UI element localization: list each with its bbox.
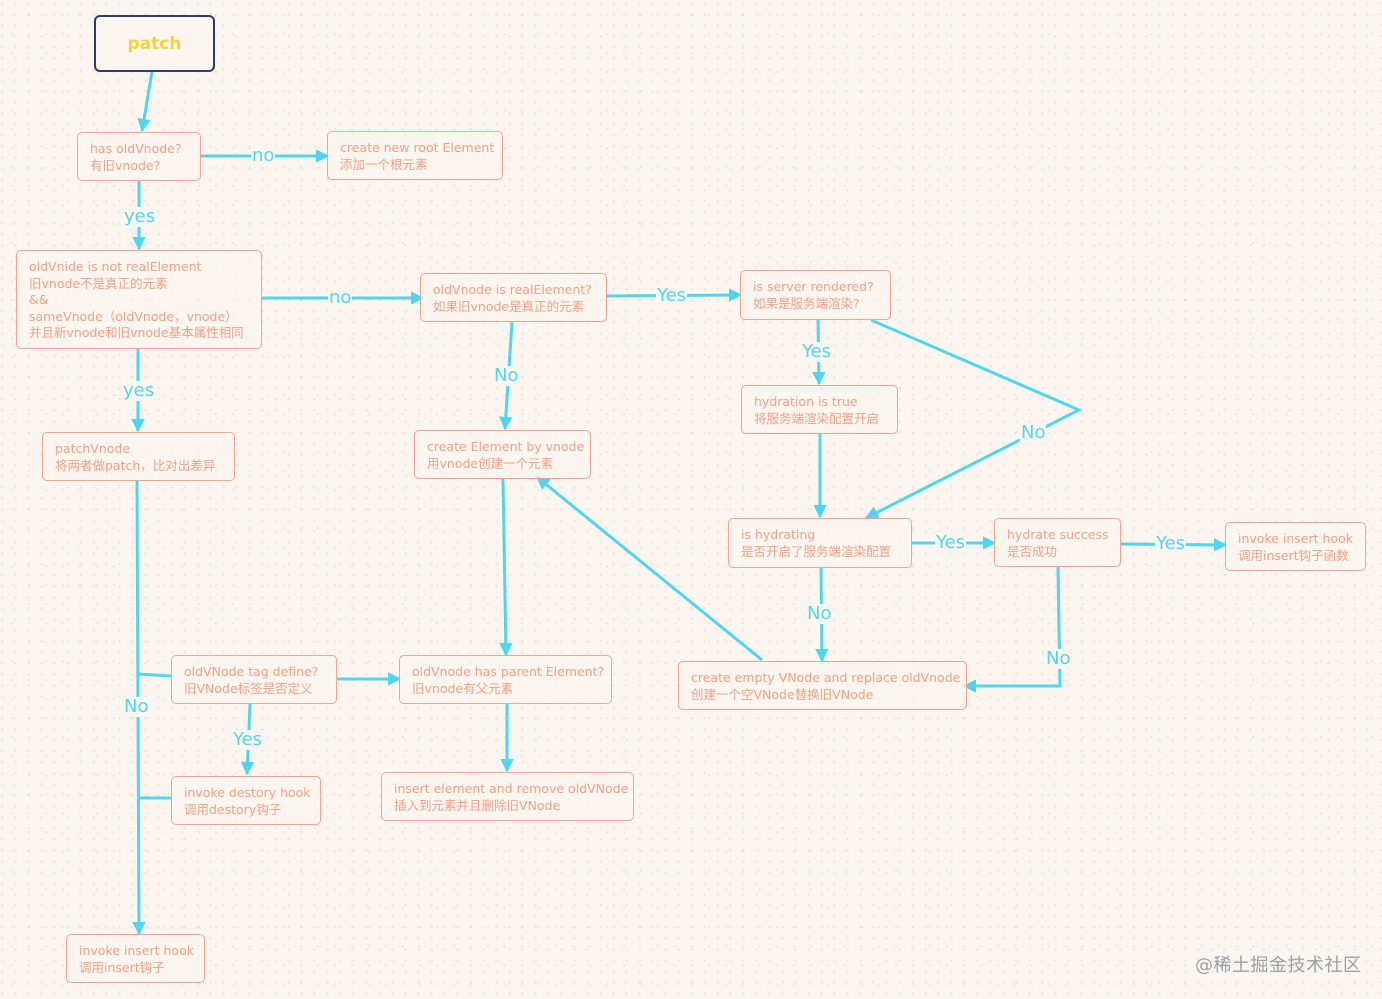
edge-label-no-6: No [1045,648,1072,669]
node-text-en: oldVnode has parent Element? [412,664,605,679]
node-text-zh: 插入到元素并且删除旧VNode [394,797,561,813]
node-text-en: patchVnode [55,441,131,456]
server-rendered-node: is server rendered? 如果是服务端渲染? [740,270,891,320]
node-text-and: && [29,292,49,307]
is-real-element-node: oldVnode is realElement? 如果旧vnode是真正的元素 [420,273,607,322]
node-text-en: invoke insert hook [79,943,194,958]
edge-label-no-2: no [328,287,353,308]
node-text-en: hydration is true [754,394,858,409]
insert-remove-node: insert element and remove oldVNode 插入到元素… [381,772,634,821]
edge-label-no-7: No [123,696,150,717]
node-text-en: oldVnode is realElement? [433,282,592,297]
edge-label-yes-4: Yes [801,341,833,362]
create-element-node: create Element by vnode 用vnode创建一个元素 [414,430,591,479]
edge-label-yes-5: Yes [935,532,967,553]
node-text-zh: 添加一个根元素 [340,156,428,172]
node-text-en: insert element and remove oldVNode [394,781,629,796]
node-text-same: sameVnode（oldVnode，vnode） [29,308,238,324]
edge-label-yes-2: yes [122,380,156,401]
node-text-en: create empty VNode and replace oldVnode [691,670,961,685]
node-text-zh: 旧VNode标签是否定义 [184,680,313,696]
node-text-zh: 将服务端渲染配置开启 [754,410,880,426]
has-old-vnode-node: has oldVnode? 有旧vnode? [77,132,201,181]
node-text-zh: 有旧vnode? [90,157,161,173]
edge-empty-to-create [535,475,763,662]
edge-create-to-parent [499,478,513,657]
edge-trunk-to-tag [136,672,172,678]
node-text-en: is server rendered? [753,279,874,294]
edge-label-no-5: No [806,603,833,624]
hydration-true-node: hydration is true 将服务端渲染配置开启 [741,385,898,434]
node-text-zh: 如果旧vnode是真正的元素 [433,298,585,314]
create-root-node: create new root Element 添加一个根元素 [327,131,503,180]
edge-label-yes-6: Yes [1155,533,1187,554]
node-text-zh: 旧vnode有父元素 [412,680,514,696]
node-text-zh: 将两者做patch，比对出差异 [55,457,216,473]
node-text-zh: 如果是服务端渲染? [753,295,860,311]
edge-patch-to-has-old [137,71,154,133]
node-text-en: oldVnide is not realElement [29,259,202,274]
node-text-zh: 是否成功 [1007,543,1058,559]
has-parent-node: oldVnode has parent Element? 旧vnode有父元素 [399,655,612,704]
node-text-same-zh: 并且新vnode和旧vnode基本属性相同 [29,325,244,340]
node-text-en: hydrate success [1007,527,1109,542]
is-hydrating-node: is hydrating 是否开启了服务端渲染配置 [728,518,912,568]
patch-label: patch [127,33,182,54]
edge-label-no-1: no [251,145,276,166]
invoke-insert-hook-bottom-node: invoke insert hook 调用insert钩子 [66,934,205,983]
node-text-en: create Element by vnode [427,439,585,454]
node-text-zh: 调用destory钩子 [184,801,282,817]
watermark: @稀土掘金技术社区 [1195,955,1362,976]
node-text-zh: 旧vnode不是真正的元素 [29,275,168,291]
destroy-hook-node: invoke destory hook 调用destory钩子 [171,776,321,825]
node-text-zh: 调用insert钩子函数 [1238,547,1349,563]
node-text-en: invoke insert hook [1238,531,1353,546]
edge-label-yes-3: Yes [656,285,688,306]
edge-server-no [864,318,1083,520]
node-text-en: is hydrating [741,527,816,542]
edge-label-no-3: No [493,365,520,386]
node-text-zh: 用vnode创建一个元素 [427,455,554,471]
create-empty-vnode-node: create empty VNode and replace oldVnode … [678,661,967,710]
hydrate-success-node: hydrate success 是否成功 [994,518,1121,567]
not-real-element-node: oldVnide is not realElement 旧vnode不是真正的元… [16,250,262,349]
edge-label-no-4: No [1020,422,1047,443]
tag-define-node: oldVNode tag define? 旧VNode标签是否定义 [171,655,337,704]
node-text-zh: 调用insert钩子 [79,959,165,975]
node-text-en: invoke destory hook [184,785,311,800]
node-text-en: oldVNode tag define? [184,664,319,679]
patch-start-node: patch [94,15,215,72]
edge-success-no [962,566,1062,693]
node-text-zh: 是否开启了服务端渲染配置 [741,543,892,559]
patch-vnode-node: patchVnode 将两者做patch，比对出差异 [42,432,235,481]
edge-label-yes-1: yes [123,206,157,227]
invoke-insert-hook-right-node: invoke insert hook 调用insert钩子函数 [1225,522,1366,571]
node-text-en: create new root Element [340,140,495,155]
edge-label-yes-7: Yes [232,729,264,750]
node-text-en: has oldVnode? [90,141,182,156]
node-text-zh: 创建一个空VNode替换旧VNode [691,686,874,702]
